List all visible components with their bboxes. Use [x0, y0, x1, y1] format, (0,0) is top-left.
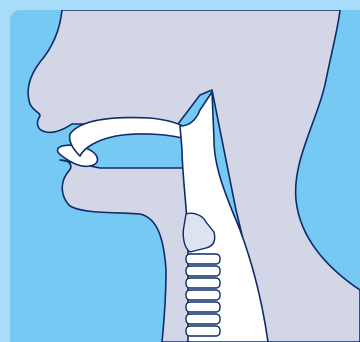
- airway-illustration: [10, 10, 360, 342]
- diagram-panel: [10, 10, 360, 342]
- tracheal-rings: [186, 254, 220, 336]
